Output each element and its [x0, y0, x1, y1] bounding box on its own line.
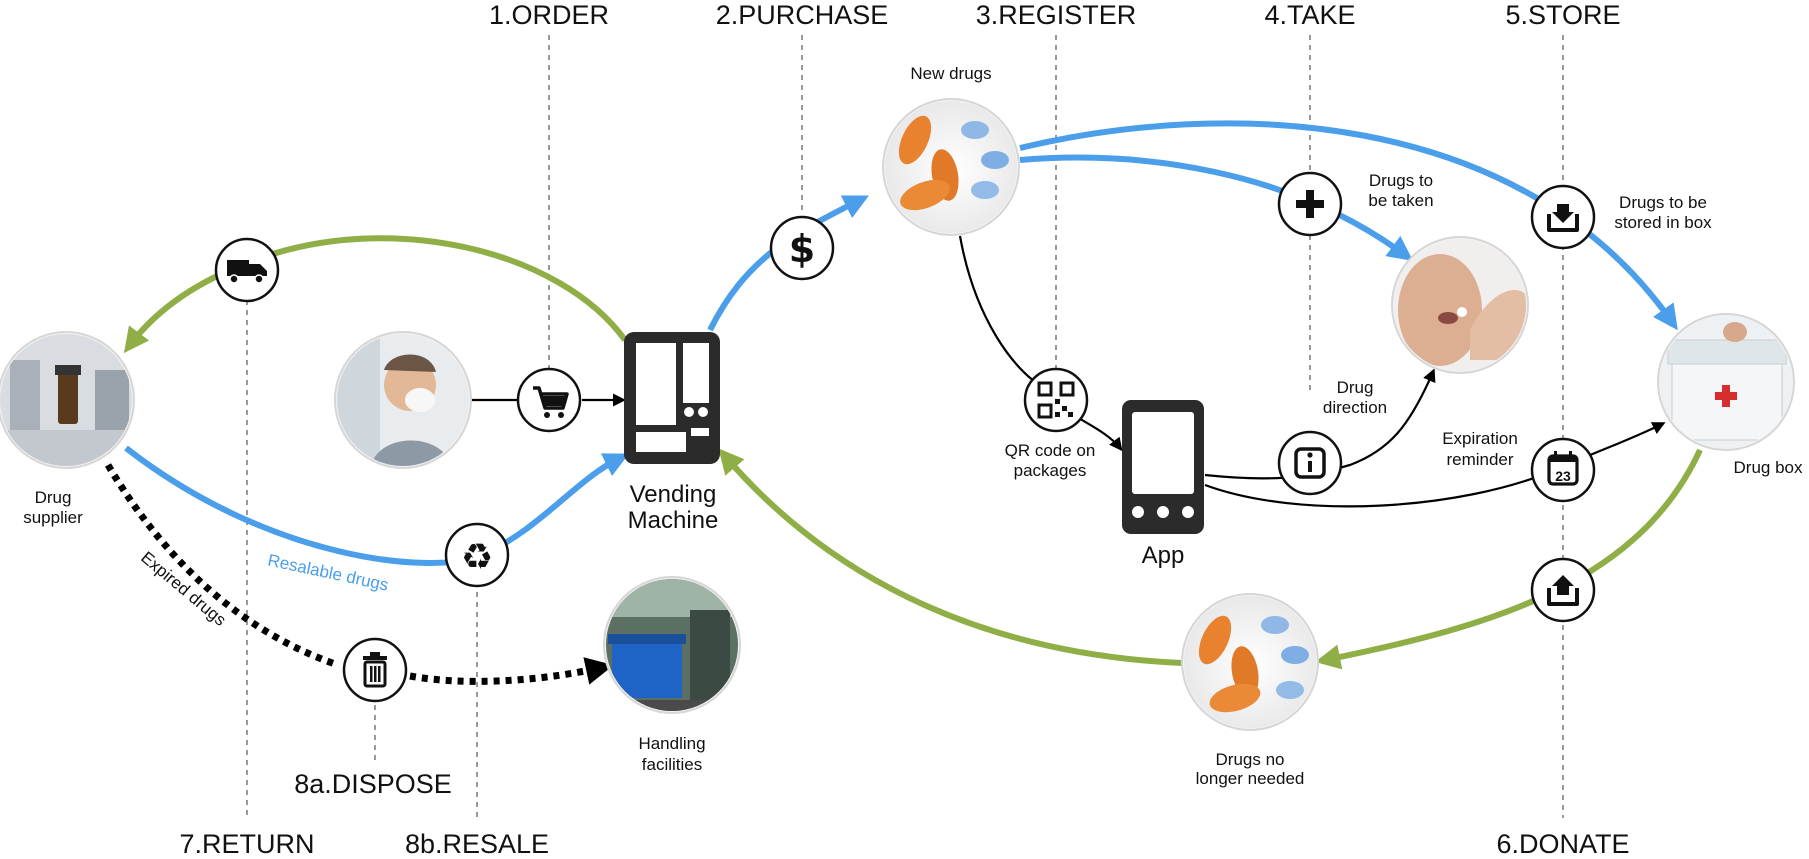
- stage-resale: 8b.RESALE: [405, 829, 549, 859]
- upload-icon: [1530, 557, 1596, 623]
- stage-dispose: 8a.DISPOSE: [294, 769, 452, 799]
- stage-store: 5.STORE: [1505, 0, 1620, 30]
- label-qr-line2: packages: [1014, 461, 1087, 480]
- blue-flow-new-drugs-to-box: [1019, 120, 1678, 331]
- label-vending-line1: Vending: [630, 481, 717, 508]
- qr-code-icon: [1023, 367, 1089, 433]
- green-flow-vending-to-supplier: [123, 235, 628, 354]
- cart-icon: [516, 367, 582, 433]
- plus-icon: [1277, 171, 1343, 237]
- label-handling-line1: Handling: [638, 734, 705, 753]
- label-supplier-line2: supplier: [23, 508, 83, 527]
- new-drugs-photo: [882, 98, 1020, 236]
- label-no-longer-line1: Drugs no: [1216, 750, 1285, 769]
- label-drug-box: Drug box: [1734, 458, 1803, 477]
- label-expiration-line1: Expiration: [1442, 429, 1518, 448]
- stage-labels: 1.ORDER 2.PURCHASE 3.REGISTER 4.TAKE 5.S…: [179, 0, 1629, 859]
- stage-return: 7.RETURN: [179, 829, 314, 859]
- stage-take: 4.TAKE: [1264, 0, 1355, 30]
- stage-register: 3.REGISTER: [976, 0, 1137, 30]
- trash-icon: [342, 637, 408, 703]
- label-drug-direction-line2: direction: [1323, 398, 1387, 417]
- blue-flow-new-drugs-to-take: [1019, 154, 1414, 261]
- sick-person-photo: [334, 331, 472, 469]
- no-longer-needed-photo: [1181, 593, 1319, 731]
- label-drugs-to-be-taken-line1: Drugs to: [1369, 171, 1433, 190]
- label-qr-line1: QR code on: [1005, 441, 1096, 460]
- label-supplier-line1: Drug: [35, 488, 72, 507]
- label-new-drugs: New drugs: [910, 64, 991, 83]
- black-flow-app-to-direction: [1204, 368, 1436, 480]
- handling-facilities-photo: [603, 576, 741, 714]
- label-drugs-to-be-taken-line2: be taken: [1368, 191, 1433, 210]
- black-flow-app-to-reminder: [1204, 422, 1666, 508]
- label-no-longer-line2: longer needed: [1196, 769, 1305, 788]
- svg-text:$: $: [789, 227, 815, 271]
- app-phone-icon: [1122, 400, 1204, 534]
- blue-flow-resalable-to-vending: [124, 445, 630, 566]
- calendar-icon: 23: [1530, 437, 1596, 503]
- store-in-box-icon: [1530, 184, 1596, 250]
- info-icon: [1277, 430, 1343, 496]
- label-drug-direction-line1: Drug: [1337, 378, 1374, 397]
- label-vending-line2: Machine: [628, 507, 719, 534]
- stage-order: 1.ORDER: [489, 0, 609, 30]
- vending-machine-icon: [624, 332, 720, 464]
- dotted-flow-trash-to-handling: [409, 657, 614, 685]
- svg-text:♻: ♻: [461, 537, 493, 578]
- drug-box-photo: [1657, 313, 1795, 451]
- label-expired-drugs: Expired drugs: [137, 548, 230, 630]
- green-flow-no-longer-to-vending: [718, 448, 1183, 666]
- dollar-icon: $: [769, 215, 835, 281]
- truck-icon: [214, 237, 280, 303]
- label-expiration-line2: reminder: [1446, 450, 1513, 469]
- stage-donate: 6.DONATE: [1496, 829, 1629, 859]
- person-taking-pill-photo: [1391, 236, 1529, 374]
- label-app: App: [1142, 542, 1185, 569]
- calendar-day: 23: [1555, 468, 1571, 484]
- green-flow-box-to-no-longer: [1315, 448, 1703, 670]
- recycle-icon: ♻: [444, 522, 510, 588]
- label-handling-line2: facilities: [642, 755, 702, 774]
- black-flow-new-drugs-to-qr: [958, 235, 1041, 386]
- label-stored-line1: Drugs to be: [1619, 193, 1707, 212]
- label-stored-line2: stored in box: [1614, 213, 1712, 232]
- drug-supplier-photo: [0, 331, 135, 469]
- stage-purchase: 2.PURCHASE: [716, 0, 889, 30]
